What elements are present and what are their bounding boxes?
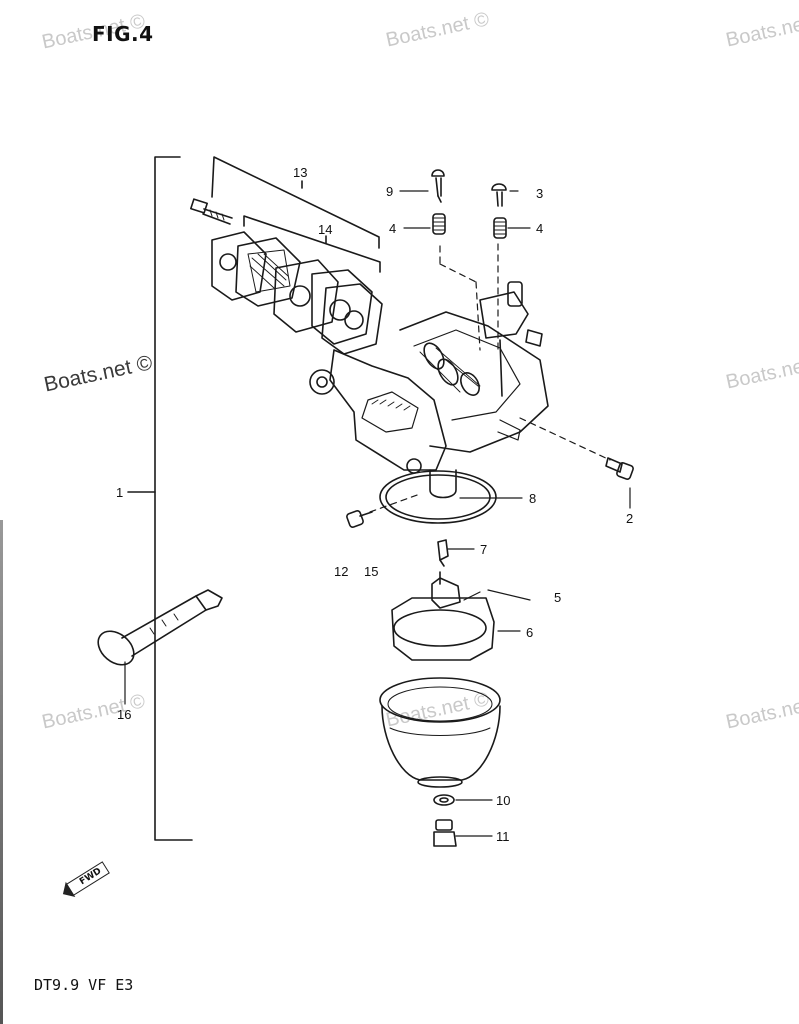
callout-14: 14 [318,222,333,237]
callout-10: 10 [496,793,511,808]
callout-13: 13 [293,165,308,180]
callout-4-left: 4 [389,221,397,236]
long-bolt [189,198,233,225]
needle-valve [437,539,449,567]
screw-12-15 [346,510,373,528]
carburetor-body [309,281,549,499]
screw-3-and-spring [491,183,507,239]
choke-knob [97,589,223,666]
callout-1: 1 [116,485,124,500]
scan-edge [0,520,3,1024]
callout-2: 2 [626,511,634,526]
screw-9-and-spring [431,169,446,235]
callout-8: 8 [529,491,537,506]
float-chamber-gasket [379,470,497,524]
callout-6: 6 [526,625,534,640]
callout-12: 12 [334,564,349,579]
model-code: DT9.9 VF E3 [34,976,134,994]
fuel-pump-plates [211,231,383,355]
callout-leaders [124,190,631,837]
float-assembly [391,571,531,661]
callout-16: 16 [117,707,132,722]
callout-7: 7 [480,542,488,557]
callout-15: 15 [364,564,379,579]
float-bowl [379,677,501,788]
drain-screw [433,819,457,847]
leader-lines-dashed [369,243,611,513]
callout-5: 5 [554,590,562,605]
assembly-bracket-1 [127,156,193,841]
callout-3: 3 [536,186,544,201]
bracket-14 [243,215,381,273]
callout-11: 11 [496,829,510,844]
bracket-13 [211,156,380,249]
screw-2 [605,457,634,480]
washer [433,794,455,806]
callout-9: 9 [386,184,394,199]
figure-title: FIG.4 [92,22,154,46]
callout-4-right: 4 [536,221,544,236]
